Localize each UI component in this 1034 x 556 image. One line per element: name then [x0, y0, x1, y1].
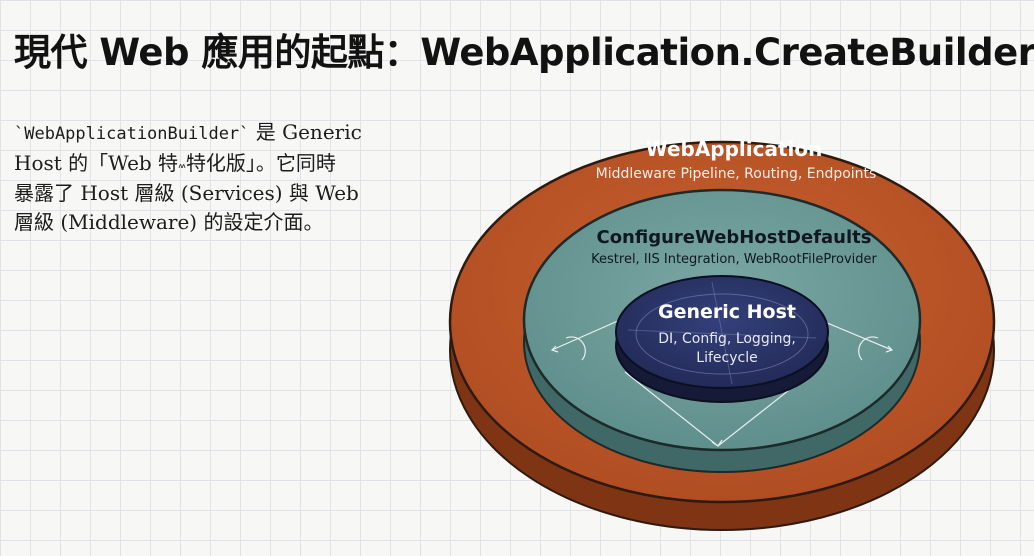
- description-text: `WebApplicationBuilder` 是 Generic Host 的…: [14, 118, 424, 237]
- inner-cross-v: [711, 281, 733, 385]
- code-class-name: `WebApplicationBuilder`: [14, 124, 250, 144]
- guide-arrow-bottom: [711, 439, 723, 447]
- page-title: 現代 Web 應用的起點：WebApplication.CreateBuilde…: [14, 31, 1034, 74]
- description-line2-b: 特化版」。它同時: [185, 151, 336, 175]
- guide-arc-right: [858, 336, 879, 361]
- layer-generic-host: [615, 275, 829, 403]
- inner-ring: [635, 293, 809, 375]
- description-line4: 層級 (Middleware) 的設定介面。: [14, 210, 324, 234]
- guide-arrow-right: [885, 345, 894, 353]
- layer-webapplication-title: WebApplication: [646, 137, 823, 161]
- guide-line-right: [819, 319, 893, 351]
- description-line2-a: Host 的「Web 特: [14, 151, 179, 175]
- layer-generic-host-title: Generic Host: [658, 301, 796, 323]
- description-line3: 暴露了 Host 層級 (Services) 與 Web: [14, 181, 359, 205]
- layer-generic-host-subtitle-2: Lifecycle: [696, 350, 757, 366]
- garbled-glyph: ៳: [178, 158, 186, 171]
- layer-webapplication-subtitle: Middleware Pipeline, Routing, Endpoints: [596, 166, 877, 182]
- guide-line-left: [551, 319, 621, 351]
- guide-arrow-left: [550, 345, 559, 353]
- guide-arc-left: [565, 336, 586, 361]
- description-line1: 是 Generic: [249, 120, 362, 144]
- layer-configure-subtitle: Kestrel, IIS Integration, WebRootFilePro…: [591, 252, 877, 267]
- layer-generic-host-subtitle-1: DI, Config, Logging,: [658, 331, 796, 347]
- layer-configure-title: ConfigureWebHostDefaults: [596, 227, 871, 248]
- guide-lines: [550, 319, 894, 447]
